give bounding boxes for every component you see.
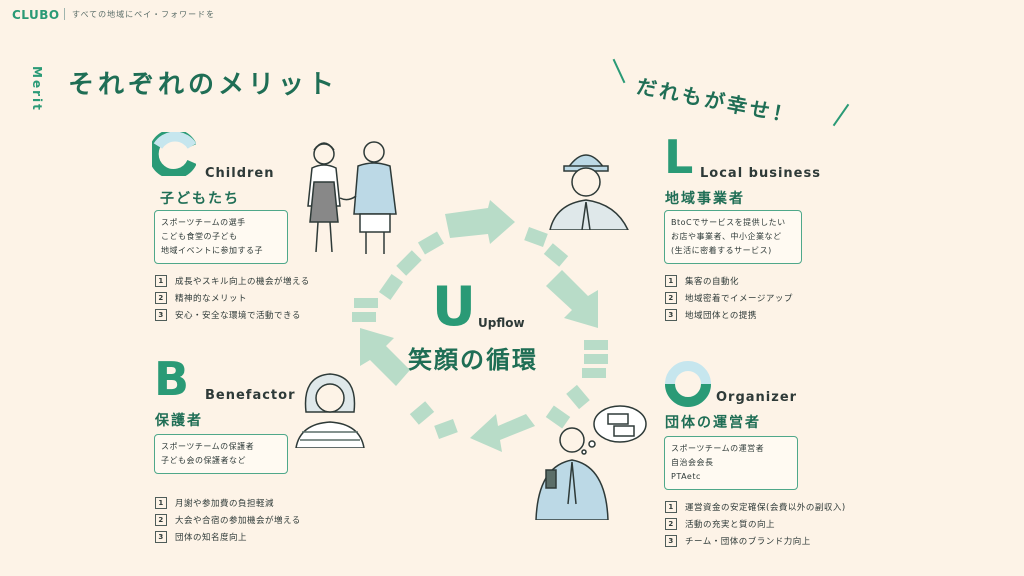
organizer-jp-name: 団体の運営者 — [665, 415, 761, 431]
children-jp-name: 子どもたち — [160, 191, 240, 207]
benefit-item: 3 団体の知名度向上 — [155, 528, 301, 545]
header-divider — [64, 8, 65, 20]
local-desc-line: BtoCでサービスを提供したい — [671, 218, 786, 227]
center-letter-u: U — [432, 275, 476, 338]
benefit-item: 3 地域団体との提携 — [665, 306, 793, 323]
children-illustration — [307, 141, 397, 254]
benefactor-description-box: スポーツチームの保護者 子ども会の保護者など — [154, 434, 288, 474]
benefit-item: 1 集客の自動化 — [665, 272, 793, 289]
benefactor-benefits-list: 1 月謝や参加費の負担軽減 2 大会や合宿の参加機会が増える 3 団体の知名度向上 — [155, 494, 301, 545]
benefactor-jp-name: 保護者 — [155, 413, 203, 429]
benefit-text: 安心・安全な環境で活動できる — [175, 310, 301, 321]
benefit-text: 大会や合宿の参加機会が増える — [175, 515, 301, 526]
local-desc-line: お店や事業者、中小企業など — [671, 232, 782, 241]
benefactor-illustration — [295, 373, 365, 448]
benefit-item: 2 大会や合宿の参加機会が増える — [155, 511, 301, 528]
benefit-item: 1 運営資金の安定確保(会費以外の副収入) — [665, 498, 846, 515]
slogan-slash-left — [612, 58, 626, 84]
local-letter-l: L — [664, 130, 694, 184]
benefit-item: 1 成長やスキル向上の機会が増える — [155, 272, 310, 289]
benefit-item: 2 精神的なメリット — [155, 289, 310, 306]
benefit-text: チーム・団体のブランド力向上 — [685, 536, 811, 547]
benefit-text: 集客の自動化 — [685, 276, 740, 287]
local-description-box: BtoCでサービスを提供したい お店や事業者、中小企業など (生活に密着するサー… — [664, 210, 802, 264]
benefit-number: 2 — [155, 513, 167, 526]
page-title: それぞれのメリット — [68, 70, 339, 100]
benefit-text: 運営資金の安定確保(会費以外の副収入) — [685, 502, 846, 513]
local-desc-line: (生活に密着するサービス) — [671, 246, 772, 255]
children-c-icon — [152, 132, 196, 176]
benefit-number: 1 — [665, 500, 677, 513]
benefit-number: 1 — [665, 274, 677, 287]
benefit-number: 3 — [665, 534, 677, 547]
local-jp-name: 地域事業者 — [665, 191, 745, 207]
organizer-en-name: Organizer — [716, 390, 798, 405]
benefit-number: 3 — [155, 530, 167, 543]
benefit-item: 3 チーム・団体のブランド力向上 — [665, 532, 846, 549]
benefit-text: 団体の知名度向上 — [175, 532, 248, 543]
upflow-cycle-arrows — [352, 200, 608, 452]
organizer-o-icon — [665, 361, 711, 407]
benefit-text: 月謝や参加費の負担軽減 — [175, 498, 275, 509]
children-description-box: スポーツチームの選手 こども食堂の子ども 地域イベントに参加する子 — [154, 210, 288, 264]
benefactor-en-name: Benefactor — [205, 388, 296, 403]
organizer-description-box: スポーツチームの運営者 自治会会長 PTAetc — [664, 436, 798, 490]
benefit-number: 2 — [665, 517, 677, 530]
benefit-item: 2 活動の充実と質の向上 — [665, 515, 846, 532]
benefactor-desc-line: スポーツチームの保護者 — [161, 442, 255, 451]
benefit-item: 2 地域密着でイメージアップ — [665, 289, 793, 306]
benefit-number: 3 — [665, 308, 677, 321]
benefit-text: 成長やスキル向上の機会が増える — [175, 276, 310, 287]
children-desc-line: 地域イベントに参加する子 — [161, 246, 263, 255]
organizer-illustration — [535, 405, 647, 520]
merit-label: Merit — [30, 66, 44, 112]
slogan: だれもが幸せ！ — [634, 73, 798, 129]
benefit-item: 1 月謝や参加費の負担軽減 — [155, 494, 301, 511]
benefit-text: 地域密着でイメージアップ — [685, 293, 793, 304]
slogan-slash-right — [832, 103, 850, 127]
benefit-number: 2 — [665, 291, 677, 304]
local-benefits-list: 1 集客の自動化 2 地域密着でイメージアップ 3 地域団体との提携 — [665, 272, 793, 323]
center-title: 笑顔の循環 — [408, 346, 538, 374]
organizer-desc-line: PTAetc — [671, 472, 701, 481]
organizer-benefits-list: 1 運営資金の安定確保(会費以外の副収入) 2 活動の充実と質の向上 3 チーム・団体… — [665, 498, 846, 549]
children-benefits-list: 1 成長やスキル向上の機会が増える 2 精神的なメリット 3 安心・安全な環境で活動で… — [155, 272, 310, 323]
benefit-text: 活動の充実と質の向上 — [685, 519, 776, 530]
benefit-item: 3 安心・安全な環境で活動できる — [155, 306, 310, 323]
children-desc-line: こども食堂の子ども — [161, 232, 238, 241]
children-en-name: Children — [205, 166, 275, 181]
benefit-number: 2 — [155, 291, 167, 304]
clubo-logo: CLUBO — [12, 8, 60, 22]
children-desc-line: スポーツチームの選手 — [161, 218, 246, 227]
benefit-text: 精神的なメリット — [175, 293, 248, 304]
benefactor-desc-line: 子ども会の保護者など — [161, 456, 246, 465]
organizer-desc-line: 自治会会長 — [671, 458, 714, 467]
benefit-text: 地域団体との提携 — [685, 310, 757, 321]
benefit-number: 3 — [155, 308, 167, 321]
benefit-number: 1 — [155, 496, 167, 509]
benefit-number: 1 — [155, 274, 167, 287]
organizer-desc-line: スポーツチームの運営者 — [671, 444, 765, 453]
header-tagline: すべての地域にペイ・フォワードを — [72, 10, 216, 19]
local-business-illustration — [549, 154, 629, 230]
benefactor-letter-b: B — [154, 352, 190, 406]
local-en-name: Local business — [700, 166, 821, 181]
center-upflow-label: Upflow — [478, 316, 525, 330]
